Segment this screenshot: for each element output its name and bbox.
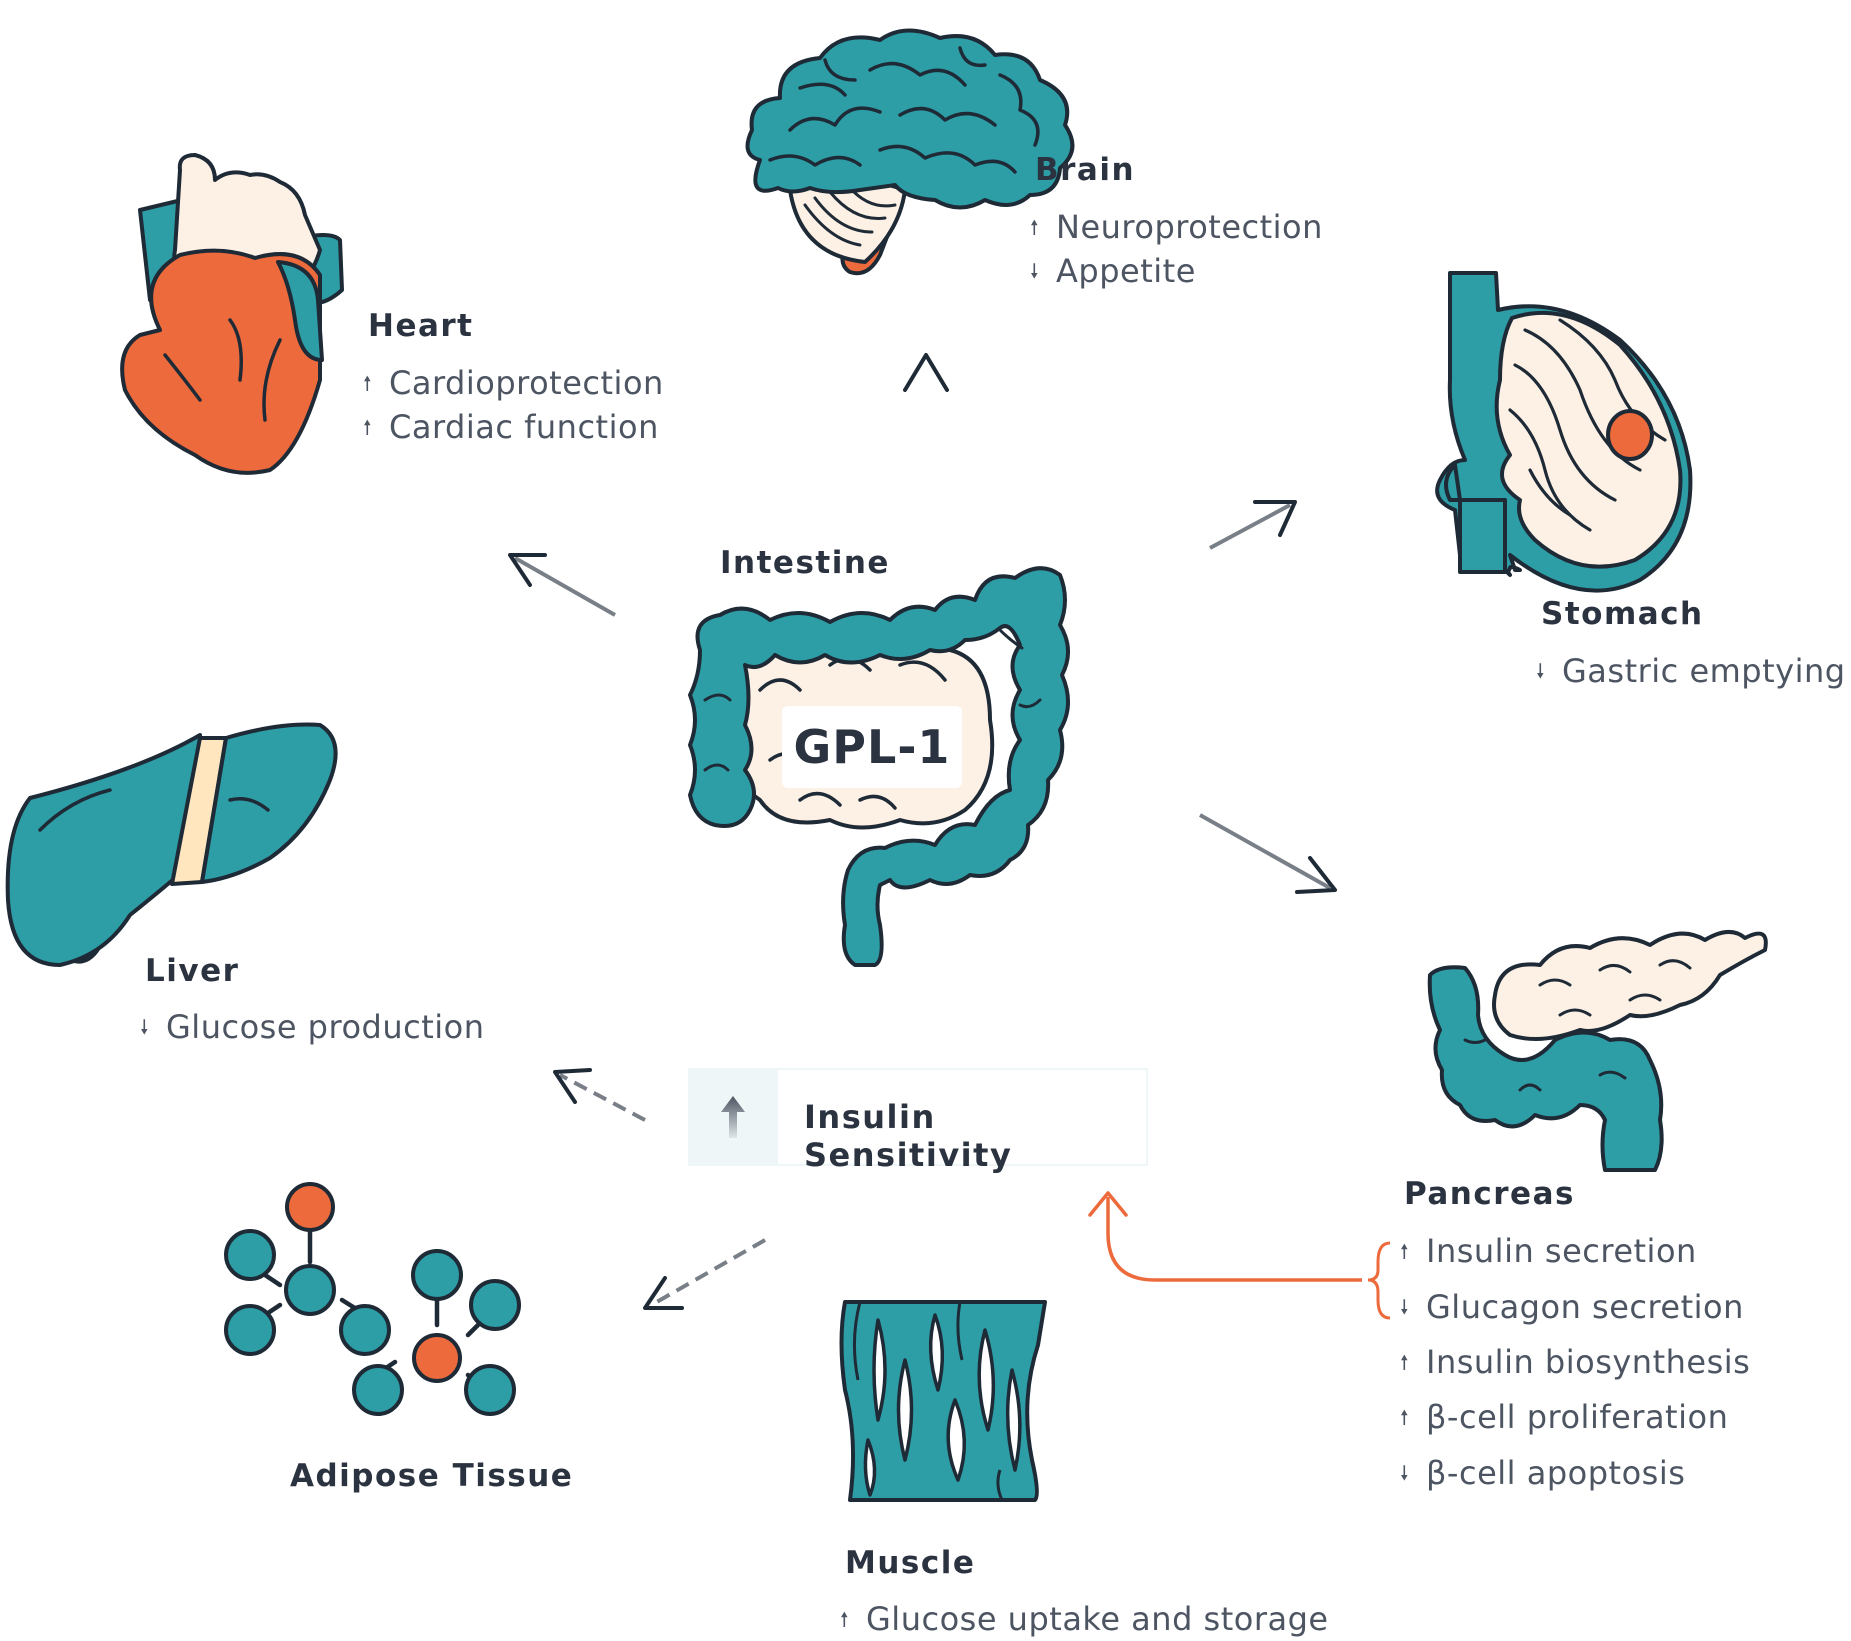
insulin-sensitivity-box: Insulin Sensitivity xyxy=(688,1068,1148,1174)
heart-effect: 🠕Cardiac function xyxy=(363,408,659,446)
arrow-pancreas-to-insulin xyxy=(1088,1191,1391,1320)
down-arrow-icon: 🠗 xyxy=(140,1015,150,1039)
liver-icon xyxy=(5,722,338,967)
arrow-to-stomach xyxy=(1209,500,1297,550)
insulin-label-panel xyxy=(778,1068,1148,1166)
down-arrow-icon: 🠗 xyxy=(1030,259,1040,283)
stomach-title: Stomach xyxy=(1541,596,1704,632)
pancreas-title: Pancreas xyxy=(1404,1176,1575,1212)
adipose-tissue-title: Adipose Tissue xyxy=(290,1458,574,1494)
brain-title: Brain xyxy=(1035,152,1136,188)
up-arrow-icon: 🠕 xyxy=(363,415,373,439)
up-arrow-icon: 🠕 xyxy=(1400,1350,1410,1374)
up-arrow-icon: 🠕 xyxy=(1030,215,1040,239)
heart-title: Heart xyxy=(368,308,474,344)
heart-effect: 🠕Cardioprotection xyxy=(363,364,664,402)
muscle-icon xyxy=(839,1300,1047,1502)
up-arrow-icon: 🠕 xyxy=(1400,1405,1410,1429)
brain-effect: 🠗Appetite xyxy=(1030,252,1196,290)
muscle-effect: 🠕Glucose uptake and storage xyxy=(840,1600,1329,1638)
insulin-arrow-panel xyxy=(688,1068,778,1166)
down-arrow-icon: 🠗 xyxy=(1400,1295,1410,1319)
pancreas-effect: 🠕β-cell proliferation xyxy=(1400,1398,1729,1436)
heart-icon xyxy=(120,153,344,475)
liver-title: Liver xyxy=(145,953,240,989)
up-arrow-icon: 🠕 xyxy=(1400,1239,1410,1263)
insulin-sensitivity-label: Insulin Sensitivity xyxy=(804,1098,1013,1174)
up-arrow-icon xyxy=(721,1096,745,1138)
arrow-to-brain xyxy=(903,353,949,450)
down-arrow-icon: 🠗 xyxy=(1400,1461,1410,1485)
up-arrow-icon: 🠕 xyxy=(363,371,373,395)
pancreas-effect: 🠕Insulin secretion xyxy=(1400,1232,1697,1270)
gpl1-label: GPL-1 xyxy=(782,706,962,788)
intestine-title: Intestine xyxy=(720,545,890,581)
arrow-to-pancreas xyxy=(1199,813,1337,894)
stomach-effect: 🠗Gastric emptying xyxy=(1536,652,1846,690)
arrow-to-heart xyxy=(508,553,616,617)
up-arrow-icon: 🠕 xyxy=(840,1607,850,1631)
brain-icon xyxy=(745,28,1075,276)
down-arrow-icon: 🠗 xyxy=(1536,659,1546,683)
stomach-icon xyxy=(1435,271,1693,593)
liver-effect: 🠗Glucose production xyxy=(140,1008,485,1046)
arrow-to-adipose xyxy=(643,1238,766,1310)
muscle-title: Muscle xyxy=(845,1545,976,1581)
arrow-to-liver xyxy=(553,1068,646,1122)
pancreas-effect: 🠗Glucagon secretion xyxy=(1400,1288,1744,1326)
pancreas-icon xyxy=(1427,930,1768,1172)
pancreas-effect: 🠗β-cell apoptosis xyxy=(1400,1454,1686,1492)
brain-effect: 🠕Neuroprotection xyxy=(1030,208,1323,246)
pancreas-effect: 🠕Insulin biosynthesis xyxy=(1400,1343,1751,1381)
adipose-tissue-icon xyxy=(224,1182,521,1416)
